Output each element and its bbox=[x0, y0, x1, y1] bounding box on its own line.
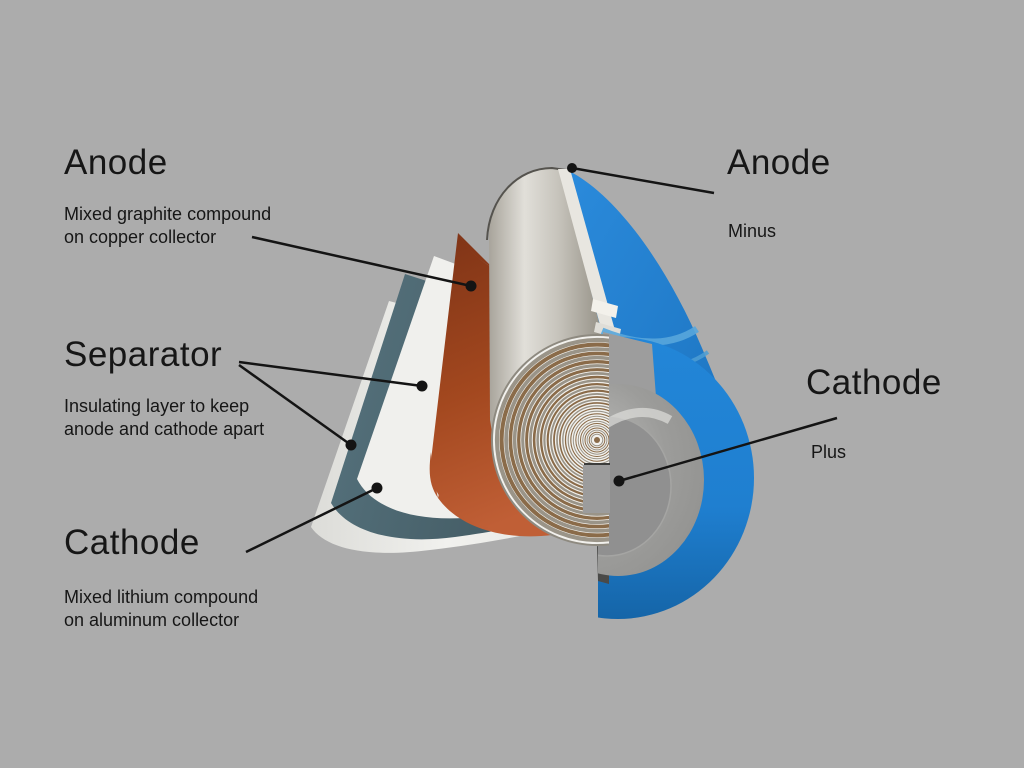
cathode-right-subtitle: Plus bbox=[811, 442, 847, 462]
anode-right-title: Anode bbox=[727, 143, 831, 182]
spiral-ring bbox=[588, 431, 606, 449]
spiral-ring bbox=[577, 420, 609, 460]
leader-line-cathode-left bbox=[245, 486, 378, 554]
anode-left-desc: Mixed graphite compound on copper collec… bbox=[64, 203, 271, 249]
spiral-ring bbox=[582, 425, 609, 455]
leader-line-anode-right bbox=[571, 166, 715, 195]
leader-lines bbox=[238, 166, 838, 554]
leader-line-anode-left bbox=[251, 235, 472, 288]
cathode-left-desc: Mixed lithium compound on aluminum colle… bbox=[64, 586, 258, 632]
anode-right-subtitle: Minus bbox=[728, 221, 777, 241]
leader-line-cathode-right bbox=[618, 416, 838, 483]
spiral-ring bbox=[575, 418, 609, 462]
spiral-ring bbox=[580, 423, 609, 457]
spiral-ring bbox=[521, 364, 609, 516]
leader-dot-separator-2 bbox=[345, 439, 357, 451]
spiral-ring bbox=[517, 360, 609, 520]
end-cap bbox=[598, 384, 704, 576]
spiral-ring bbox=[499, 342, 609, 538]
leader-dots bbox=[345, 163, 625, 494]
leader-dot-cathode-right bbox=[613, 475, 625, 487]
leader-line-separator-2 bbox=[238, 363, 352, 447]
spiral-ring bbox=[590, 433, 604, 447]
spiral-ring bbox=[586, 429, 608, 451]
separator-desc-line1: Insulating layer to keep bbox=[64, 396, 250, 416]
anode-left-desc-line1: Mixed graphite compound bbox=[64, 204, 272, 224]
leader-line-separator-1 bbox=[238, 360, 423, 388]
spiral-core bbox=[594, 437, 600, 443]
anode-left-title: Anode bbox=[64, 143, 168, 182]
spiral-ring bbox=[512, 355, 609, 525]
end-cap-sheen bbox=[603, 407, 673, 428]
crimp-groove bbox=[591, 299, 618, 318]
cut-notch bbox=[583, 465, 610, 513]
separator-desc: Insulating layer to keep anode and catho… bbox=[64, 395, 264, 441]
leader-dot-cathode-left bbox=[371, 482, 383, 494]
spiral-ring bbox=[508, 351, 609, 529]
separator-desc-line2: anode and cathode apart bbox=[64, 419, 265, 439]
separator-title: Separator bbox=[64, 335, 223, 374]
spiral-ring bbox=[504, 347, 609, 533]
cathode-left-title: Cathode bbox=[64, 523, 200, 562]
leader-dot-anode-right bbox=[567, 163, 577, 173]
anode-left-desc-line2: on copper collector bbox=[64, 227, 217, 247]
cylinder-top-outline bbox=[486, 166, 567, 241]
leader-dot-anode-left bbox=[465, 280, 477, 292]
leader-dot-separator-1 bbox=[416, 380, 428, 392]
cathode-right-title: Cathode bbox=[806, 363, 942, 402]
cathode-left-desc-line2: on aluminum collector bbox=[64, 610, 240, 630]
spiral-ring bbox=[494, 337, 609, 543]
cathode-left-desc-line1: Mixed lithium compound bbox=[64, 587, 259, 607]
spiral-ring bbox=[584, 427, 609, 453]
